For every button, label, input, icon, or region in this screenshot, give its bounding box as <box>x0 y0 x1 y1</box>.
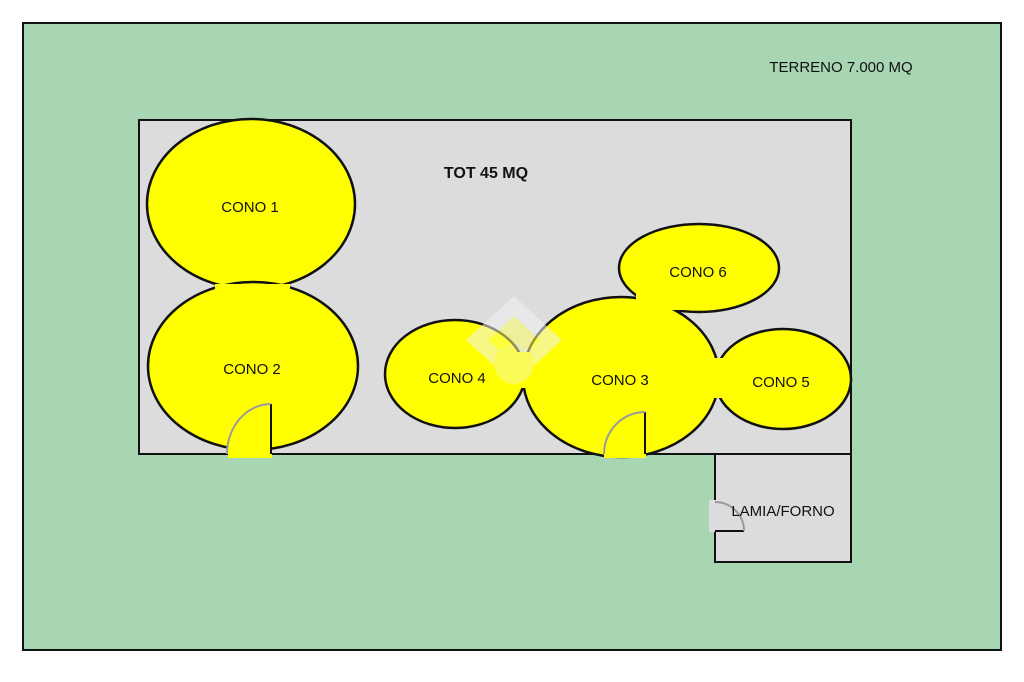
door-swing-icon[interactable] <box>226 403 272 458</box>
annex-label: LAMIA/FORNO <box>731 503 834 520</box>
cone-2-label: CONO 2 <box>223 361 281 378</box>
total-area-label: TOT 45 MQ <box>444 165 528 182</box>
door-swing-icon[interactable] <box>709 500 745 532</box>
annex-building <box>714 453 852 563</box>
cone-6 <box>617 222 781 314</box>
opening-3-5 <box>708 358 726 398</box>
cone-6-label: CONO 6 <box>669 264 727 281</box>
cone-3-label: CONO 3 <box>591 372 649 389</box>
cone-5-label: CONO 5 <box>752 374 810 391</box>
cone-1-label: CONO 1 <box>221 199 279 216</box>
door-swing-icon[interactable] <box>603 411 646 458</box>
house-logo-icon <box>466 296 562 384</box>
cone-4-label: CONO 4 <box>428 370 486 387</box>
terrain-label: TERRENO 7.000 MQ <box>769 59 912 76</box>
opening-6-3 <box>636 294 686 310</box>
